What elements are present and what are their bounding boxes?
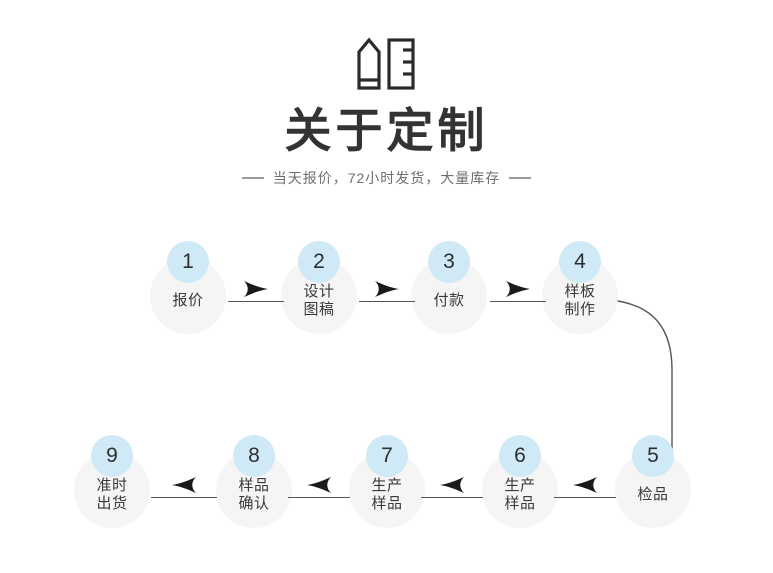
pencil-ruler-icon <box>0 0 773 92</box>
step-number-badge: 3 <box>428 241 470 283</box>
dash-right-icon <box>509 177 532 179</box>
step-number-badge: 5 <box>632 435 674 477</box>
arrow-7-to-8 <box>288 474 350 498</box>
arrow-5-to-6 <box>554 474 616 498</box>
arrow-2-to-3 <box>359 278 415 302</box>
step-number-badge: 8 <box>233 435 275 477</box>
arrow-3-to-4 <box>490 278 546 302</box>
process-step-5[interactable]: 检品 5 <box>615 435 691 528</box>
step-label: 生产 样品 <box>371 477 403 512</box>
header: 关于定制 当天报价，72小时发货，大量库存 <box>0 0 773 188</box>
step-number-badge: 9 <box>91 435 133 477</box>
arrow-head-icon <box>306 476 332 494</box>
arrow-1-to-2 <box>228 278 284 302</box>
step-number-badge: 2 <box>298 241 340 283</box>
arrow-head-icon <box>243 280 269 298</box>
step-circle: 准时 出货 <box>74 452 150 528</box>
step-label: 报价 <box>172 292 204 310</box>
arrow-head-icon <box>505 280 531 298</box>
arrow-8-to-9 <box>151 474 217 498</box>
arrow-head-icon <box>572 476 598 494</box>
step-number-badge: 7 <box>366 435 408 477</box>
page-title: 关于定制 <box>284 104 489 157</box>
step-circle: 设计 图稿 <box>281 258 357 334</box>
step-label: 检品 <box>637 486 669 504</box>
dash-left-icon <box>241 177 264 179</box>
connector-line <box>228 300 284 302</box>
step-number-badge: 6 <box>499 435 541 477</box>
arrow-head-icon <box>374 280 400 298</box>
step-number-badge: 4 <box>559 241 601 283</box>
step-label: 样板 制作 <box>564 283 596 318</box>
step-label: 付款 <box>433 292 465 310</box>
arrow-head-icon <box>439 476 465 494</box>
step-number-badge: 1 <box>167 241 209 283</box>
connector-line <box>490 300 546 302</box>
step-label: 设计 图稿 <box>303 283 335 318</box>
step-label: 生产 样品 <box>504 477 536 512</box>
process-step-1[interactable]: 报价 1 <box>150 241 226 334</box>
connector-line <box>359 300 415 302</box>
arrow-head-icon <box>171 476 197 494</box>
arrow-6-to-7 <box>421 474 483 498</box>
connector-line <box>151 496 217 498</box>
header-subtitle: 当天报价，72小时发货，大量库存 <box>0 168 773 188</box>
subtitle-text: 当天报价，72小时发货，大量库存 <box>272 170 501 186</box>
connector-line <box>288 496 350 498</box>
connector-line <box>421 496 483 498</box>
step-label: 样品 确认 <box>238 477 270 512</box>
step-label: 准时 出货 <box>96 477 128 512</box>
process-step-3[interactable]: 付款 3 <box>411 241 487 334</box>
connector-line <box>554 496 616 498</box>
